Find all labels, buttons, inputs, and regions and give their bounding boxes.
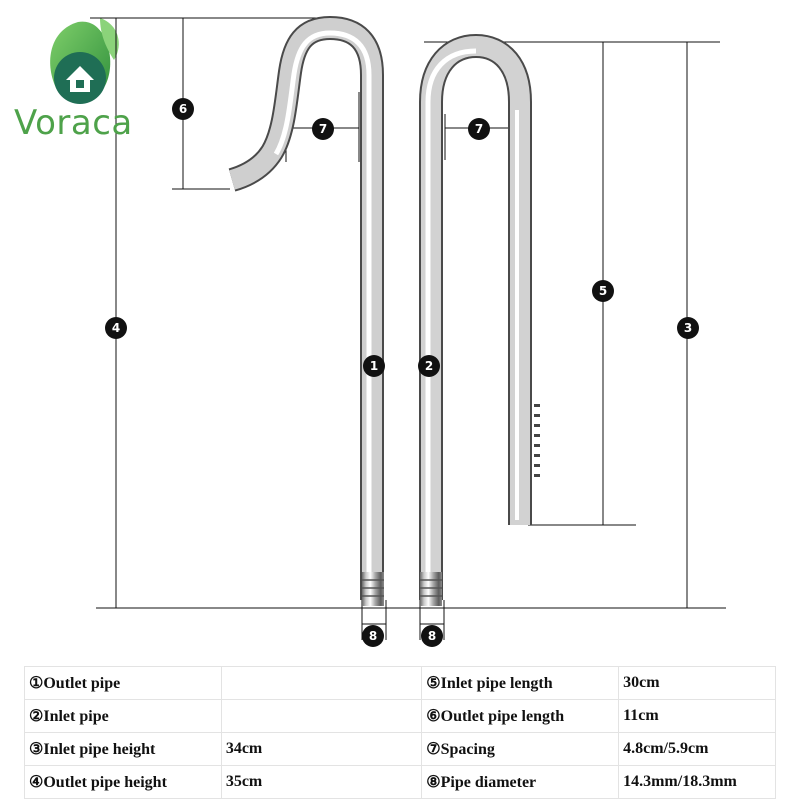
table-row: ②Inlet pipe ⑥Outlet pipe length 11cm (24, 699, 776, 733)
spec-value: 35cm (221, 765, 423, 799)
spec-label: ⑧Pipe diameter (421, 765, 620, 799)
spec-label: ⑦Spacing (421, 732, 620, 766)
svg-text:2: 2 (425, 359, 433, 373)
spec-value (221, 699, 423, 733)
marker-2: 2 (418, 355, 440, 377)
spec-label: ④Outlet pipe height (24, 765, 222, 799)
table-row: ③Inlet pipe height 34cm ⑦Spacing 4.8cm/5… (24, 732, 776, 766)
table-row: ④Outlet pipe height 35cm ⑧Pipe diameter … (24, 765, 776, 799)
svg-text:7: 7 (475, 122, 483, 136)
marker-3: 3 (677, 317, 699, 339)
marker-5: 5 (592, 280, 614, 302)
marker-8-inlet: 8 (421, 625, 443, 647)
leaf-house-icon (50, 18, 119, 104)
table-row: ①Outlet pipe ⑤Inlet pipe length 30cm (24, 666, 776, 700)
spec-value: 34cm (221, 732, 423, 766)
spec-label: ②Inlet pipe (24, 699, 222, 733)
marker-7-outlet: 7 (312, 118, 334, 140)
spec-value (221, 666, 423, 700)
svg-text:3: 3 (684, 321, 692, 335)
svg-text:8: 8 (428, 629, 436, 643)
svg-text:1: 1 (370, 359, 378, 373)
spec-value: 14.3mm/18.3mm (618, 765, 776, 799)
svg-text:6: 6 (179, 102, 187, 116)
svg-text:7: 7 (319, 122, 327, 136)
brand-name: Voraca (14, 103, 133, 143)
svg-text:4: 4 (112, 321, 120, 335)
marker-6: 6 (172, 98, 194, 120)
spec-value: 4.8cm/5.9cm (618, 732, 776, 766)
pipe-diagram-svg: 1 2 3 4 5 6 7 7 8 8 (50, 15, 726, 647)
marker-7-inlet: 7 (468, 118, 490, 140)
marker-1: 1 (363, 355, 385, 377)
spec-label: ③Inlet pipe height (24, 732, 222, 766)
spec-table: ①Outlet pipe ⑤Inlet pipe length 30cm ②In… (24, 666, 776, 799)
spec-value: 30cm (618, 666, 776, 700)
marker-4: 4 (105, 317, 127, 339)
spec-label: ⑤Inlet pipe length (421, 666, 620, 700)
inlet-pipe (419, 33, 540, 606)
spec-label: ⑥Outlet pipe length (421, 699, 620, 733)
marker-8-outlet: 8 (362, 625, 384, 647)
svg-text:8: 8 (369, 629, 377, 643)
spec-value: 11cm (618, 699, 776, 733)
intake-slots (534, 404, 540, 477)
svg-text:5: 5 (599, 284, 607, 298)
outlet-pipe (228, 15, 384, 606)
spec-label: ①Outlet pipe (24, 666, 222, 700)
